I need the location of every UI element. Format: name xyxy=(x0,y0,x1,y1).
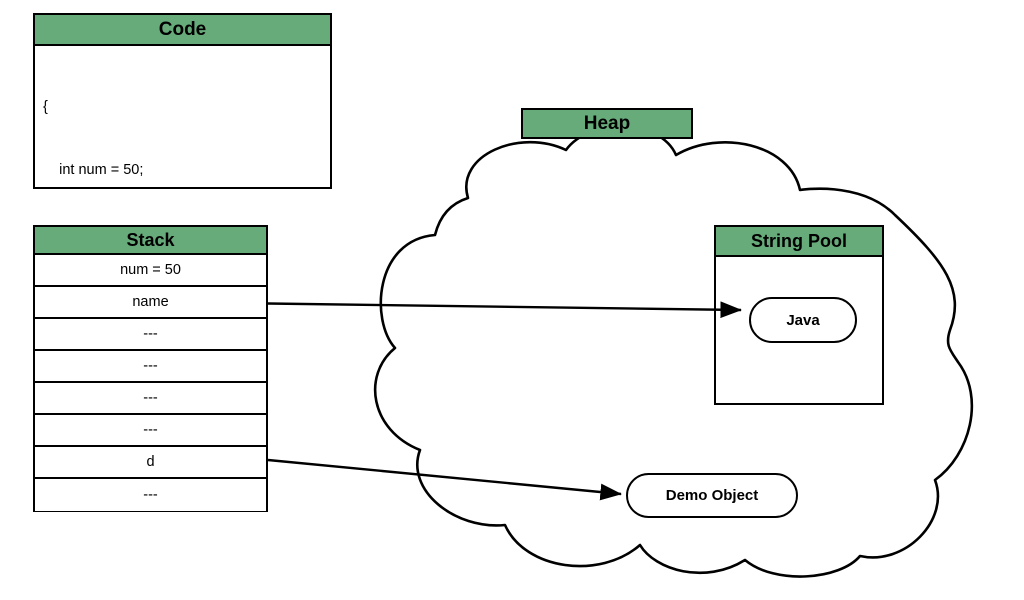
stack-row: --- xyxy=(35,479,266,511)
stack-row: --- xyxy=(35,351,266,383)
stack-row-name: name xyxy=(35,287,266,319)
stack-panel: Stack num = 50 name --- --- --- --- d --… xyxy=(33,225,268,512)
stack-panel-title: Stack xyxy=(35,227,266,255)
stack-row: --- xyxy=(35,415,266,447)
code-line: int num = 50; xyxy=(43,162,144,178)
code-panel-title: Code xyxy=(35,15,330,46)
arrow-d-to-demo-object xyxy=(267,458,622,501)
demo-object-pill: Demo Object xyxy=(626,473,798,518)
stack-row: num = 50 xyxy=(35,255,266,287)
code-line: { xyxy=(43,99,48,115)
heap-label: Heap xyxy=(521,108,693,139)
code-panel: Code { int num = 50; String name = "Java… xyxy=(33,13,332,367)
stack-row: --- xyxy=(35,383,266,415)
stack-rows: num = 50 name --- --- --- --- d --- xyxy=(35,255,266,511)
arrow-name-to-java xyxy=(267,301,742,319)
string-pool-panel-title: String Pool xyxy=(716,227,882,257)
java-string-pill: Java xyxy=(749,297,857,343)
string-pool-panel: String Pool Java xyxy=(714,225,884,405)
stack-row: --- xyxy=(35,319,266,351)
string-pool-body: Java xyxy=(716,257,882,403)
stack-row-d: d xyxy=(35,447,266,479)
